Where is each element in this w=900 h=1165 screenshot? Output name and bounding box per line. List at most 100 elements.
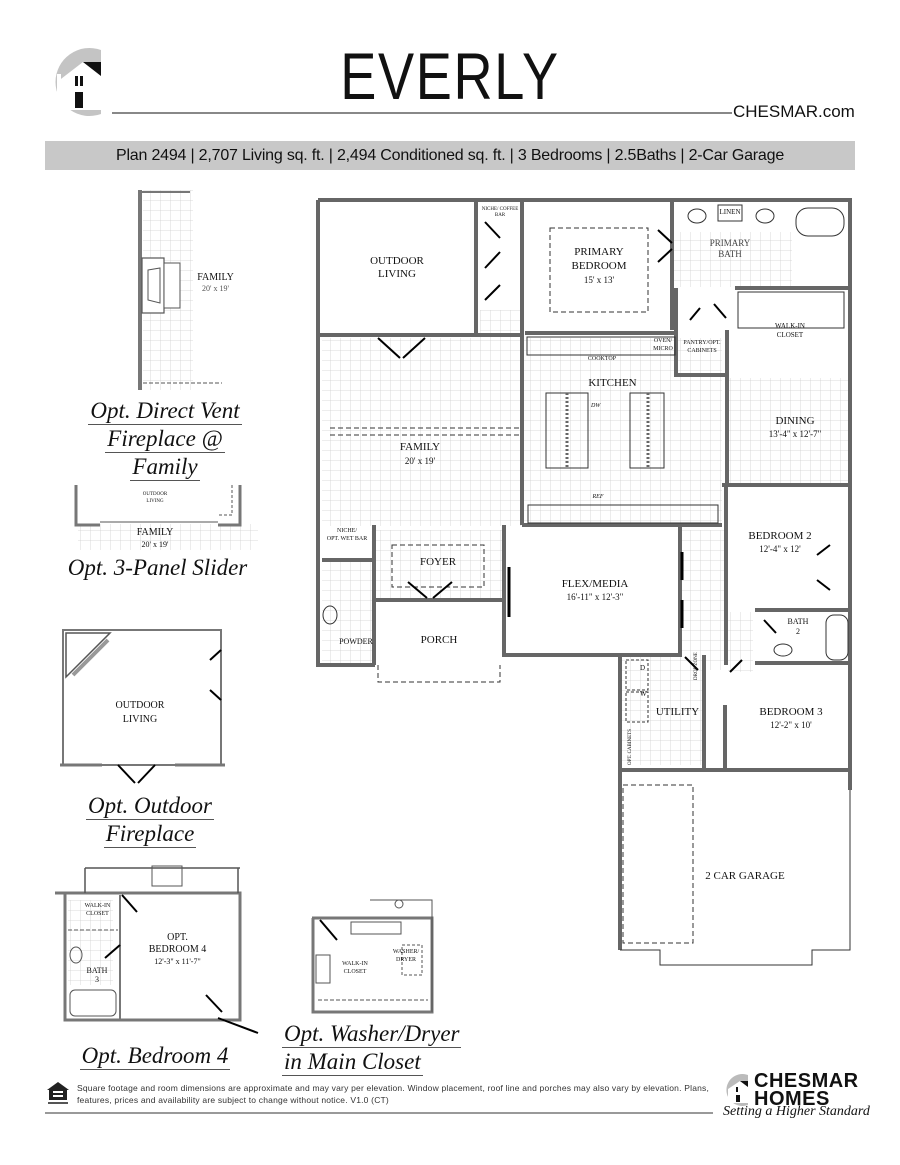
room-name: BEDROOM 3 (759, 706, 823, 718)
caption-line: Family (130, 454, 200, 481)
opt-outdoor-living-label: OUTDOOR LIVING (100, 699, 180, 727)
room-label-family: FAMILY 20' x 19' (380, 440, 460, 468)
room-name: BEDROOM (571, 260, 627, 272)
opt-bedroom-4-caption: Opt. Bedroom 4 (55, 1042, 255, 1070)
opt-bedroom-4-label: OPT. BEDROOM 4 12'-3" x 11'-7" (130, 932, 225, 968)
chesmar-homes-brand: CHESMAR HOMES (722, 1070, 859, 1110)
caption-line: Fireplace @ (105, 426, 225, 453)
room-label-dining: DINING 13'-4" x 12'-7" (745, 415, 845, 441)
room-name: PANTRY/OPT. (683, 340, 721, 346)
room-label-pantry: PANTRY/OPT. CABINETS (677, 339, 727, 355)
room-name: BEDROOM 2 (748, 530, 812, 542)
room-label-linen: LINEN (719, 208, 741, 216)
room-label-utility: UTILITY (655, 706, 700, 718)
room-name: OPT. (167, 932, 188, 943)
room-label-walk-in-closet: WALK-IN CLOSET (750, 322, 830, 340)
room-label-kitchen: KITCHEN (588, 377, 637, 389)
room-name: 3 (95, 975, 99, 984)
room-name: CLOSET (86, 911, 109, 917)
room-name: WASHER/ (392, 949, 420, 955)
room-name: LIVING (146, 499, 164, 504)
opt-outdoor-fireplace-caption: Opt. Outdoor Fireplace (55, 792, 245, 848)
room-name: LIVING (122, 714, 158, 725)
room-name: BATH (718, 249, 742, 259)
room-name: OPT. WET BAR (326, 536, 368, 542)
room-label-bedroom-3: BEDROOM 3 12'-2" x 10' (735, 706, 847, 732)
room-label-primary-bedroom: PRIMARY BEDROOM 15' x 13' (550, 245, 648, 287)
room-name: LIVING (378, 268, 416, 280)
opt-slider-outdoor-label: OUTDOOR LIVING (110, 491, 200, 505)
caption-line: Opt. 3-Panel Slider (67, 555, 248, 580)
disclaimer-text: Square footage and room dimensions are a… (77, 1083, 710, 1105)
room-name: PRIMARY (574, 246, 624, 258)
room-label-bath-2: BATH 2 (782, 617, 814, 637)
room-dims: 15' x 13' (583, 275, 615, 285)
room-label-oven-micro: OVEN/ MICRO (650, 337, 676, 353)
opt-washer-dryer-label: WASHER/ DRYER (388, 948, 424, 964)
chesmar-small-logo-icon (726, 1074, 748, 1106)
opt-fireplace-room-label: FAMILY 20' x 19' (188, 272, 243, 294)
caption-line: Opt. Outdoor (86, 793, 214, 820)
room-name: PRIMARY (709, 238, 751, 248)
room-label-bedroom-2: BEDROOM 2 12'-4" x 12' (735, 530, 825, 556)
appliance-label-dryer: D (640, 664, 646, 672)
room-label-foyer: FOYER (419, 556, 457, 568)
brand-name-line2: HOMES (754, 1088, 830, 1110)
website-link[interactable]: CHESMAR.com (733, 102, 855, 121)
room-label-cooktop: COOKTOP (587, 356, 617, 362)
room-name: MICRO (653, 346, 673, 352)
room-dims: 12'-3" x 11'-7" (154, 957, 201, 966)
plan-title: EVERLY (340, 39, 560, 113)
plan-summary-banner: Plan 2494 | 2,707 Living sq. ft. | 2,494… (45, 141, 855, 170)
room-label-niche-wet-bar: NICHE/ OPT. WET BAR (320, 527, 374, 543)
room-label-opt-cabinets: OPT. CABINETS (628, 728, 633, 765)
room-name: 2 (796, 627, 800, 636)
caption-line: Opt. Washer/Dryer (282, 1021, 462, 1048)
opt-bed4-closet-label: WALK-IN CLOSET (75, 902, 120, 918)
room-label-outdoor-living: OUTDOOR LIVING (318, 255, 476, 281)
room-dims: 20' x 19' (141, 540, 169, 549)
room-name: BATH (787, 617, 809, 626)
room-name: BEDROOM 4 (148, 944, 207, 955)
header-divider (112, 112, 732, 114)
opt-3-panel-slider-caption: Opt. 3-Panel Slider (45, 554, 270, 581)
appliance-label-dw: DW (591, 403, 601, 409)
room-name: DINING (775, 415, 815, 427)
opt-wd-closet-label: WALK-IN CLOSET (330, 960, 380, 976)
room-dims: 12'-4" x 12' (759, 544, 801, 554)
room-name: CABINETS (687, 348, 717, 354)
room-dims: 20' x 19' (404, 456, 436, 466)
room-name: WALK-IN (775, 322, 805, 330)
room-label-primary-bath: PRIMARY BATH (690, 238, 770, 260)
footer-divider (45, 1112, 713, 1114)
room-name: CLOSET (343, 969, 367, 975)
room-label-garage: 2 CAR GARAGE (705, 870, 785, 882)
room-label-drop-zone: DROP ZONE (694, 652, 699, 680)
caption-line: Fireplace (103, 821, 197, 848)
caption-line: in Main Closet (282, 1049, 423, 1076)
room-dims: 13'-4" x 12'-7" (768, 429, 822, 439)
room-label-niche-coffee-bar: NICHE/ COFFEE BAR (481, 207, 519, 218)
room-name: OUTDOOR (115, 700, 165, 711)
room-name: OUTDOOR (370, 255, 424, 267)
room-name: WALK-IN (342, 961, 368, 967)
room-name: FAMILY (197, 272, 234, 283)
opt-slider-family-label: FAMILY 20' x 19' (115, 527, 195, 551)
appliance-label-ref: REF (592, 494, 604, 500)
room-name: DRYER (395, 957, 416, 963)
appliance-label-washer: W (640, 690, 647, 698)
caption-line: Opt. Bedroom 4 (79, 1043, 231, 1070)
room-label-porch: PORCH (420, 634, 458, 646)
chesmar-logo-icon (55, 48, 101, 116)
opt-direct-vent-fireplace-caption: Opt. Direct Vent Fireplace @ Family (50, 397, 280, 481)
room-dims: 20' x 19' (202, 284, 229, 293)
room-name: OVEN/ (653, 338, 673, 344)
room-name: FAMILY (399, 441, 441, 453)
opt-washer-dryer-caption: Opt. Washer/Dryer in Main Closet (282, 1020, 500, 1076)
opt-bath-3-label: BATH 3 (82, 966, 112, 984)
room-label-flex-media: FLEX/MEDIA 16'-11" x 12'-3" (530, 578, 660, 604)
room-dims: 12'-2" x 10' (770, 720, 812, 730)
room-name: BATH (86, 966, 108, 975)
brand-name-line1: CHESMAR (754, 1070, 859, 1092)
